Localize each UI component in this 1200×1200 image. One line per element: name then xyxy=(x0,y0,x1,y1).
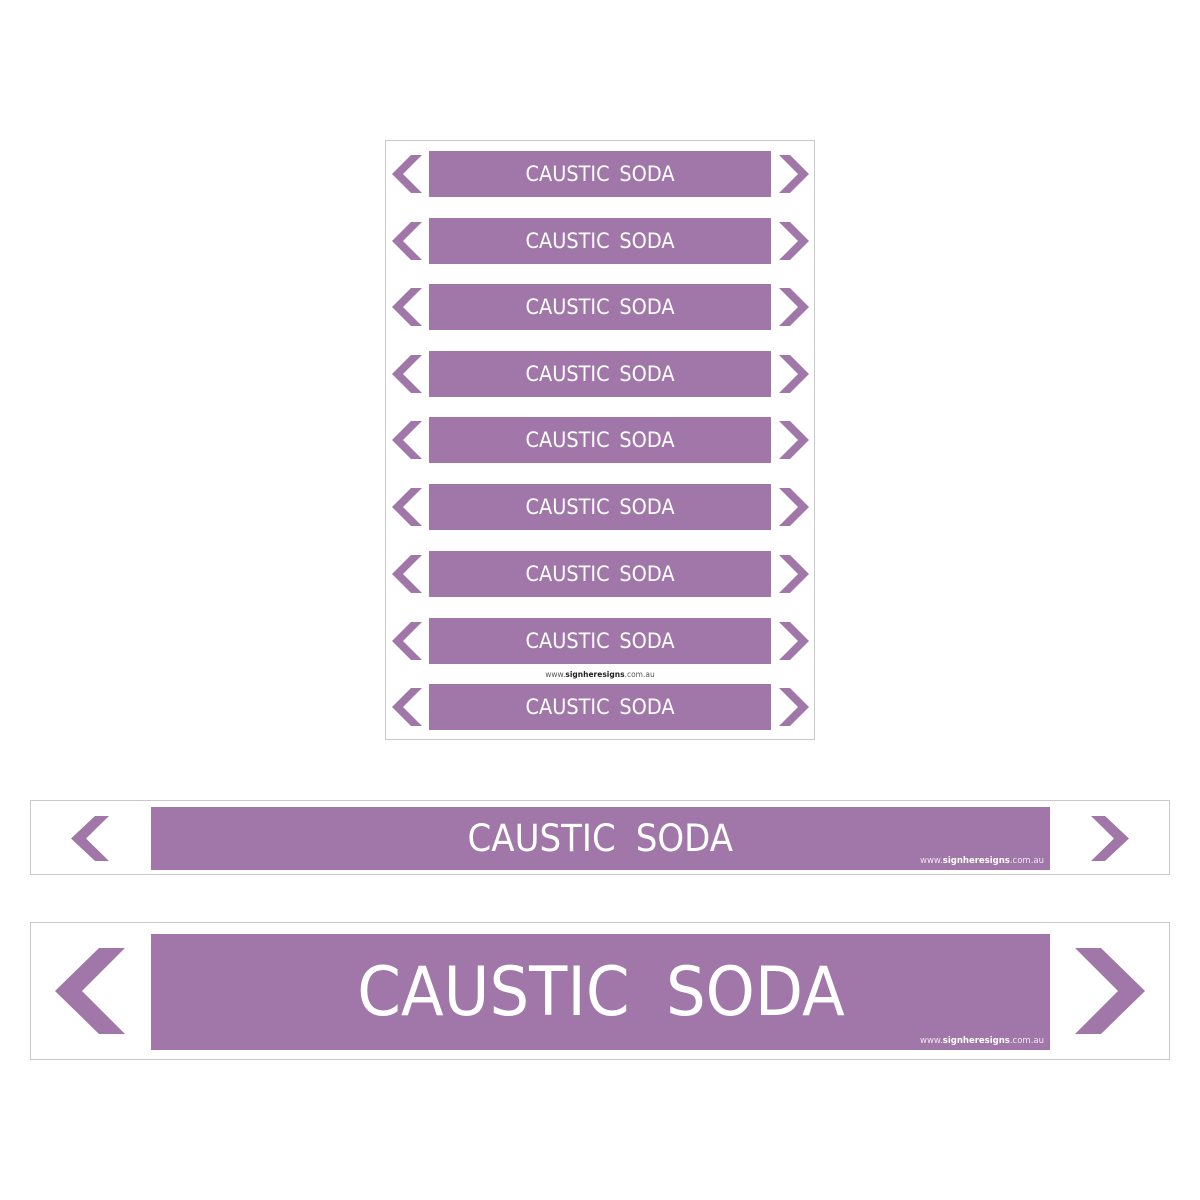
sheet-row: CAUSTIC SODA xyxy=(386,551,814,597)
chevron-right-icon xyxy=(779,354,809,393)
sheet-row: CAUSTIC SODA xyxy=(386,417,814,463)
website-url: www.signheresigns.com.au xyxy=(920,1036,1044,1046)
sheet-row: CAUSTIC SODA xyxy=(386,684,814,730)
sheet-row: CAUSTIC SODA xyxy=(386,151,814,197)
chevron-right-icon xyxy=(779,688,809,726)
chevron-left-icon xyxy=(392,421,422,459)
sheet-row: CAUSTIC SODA xyxy=(386,484,814,530)
sheet-row: CAUSTIC SODA xyxy=(386,618,814,664)
label-text: CAUSTIC SODA xyxy=(525,562,675,586)
website-url: www.signheresigns.com.au xyxy=(545,670,655,679)
chevron-left-icon xyxy=(55,948,125,1034)
chevron-right-icon xyxy=(779,622,809,660)
label-text: CAUSTIC SODA xyxy=(525,228,675,253)
chevron-right-icon xyxy=(1075,948,1145,1034)
label-text: CAUSTIC SODA xyxy=(525,361,675,386)
label-text: CAUSTIC SODA xyxy=(525,695,675,719)
label-text: CAUSTIC SODA xyxy=(525,629,675,653)
chevron-left-icon xyxy=(392,221,422,260)
chevron-left-icon xyxy=(392,555,422,593)
chevron-left-icon xyxy=(392,688,422,726)
chevron-left-icon xyxy=(392,155,422,193)
label-band: CAUSTIC SODA xyxy=(429,151,771,197)
chevron-right-icon xyxy=(779,555,809,593)
label-band: CAUSTIC SODA xyxy=(429,350,771,397)
label-band: CAUSTIC SODA xyxy=(429,417,771,463)
label-band: CAUSTIC SODA xyxy=(429,284,771,330)
label-band: CAUSTIC SODA www.signheresigns.com.au xyxy=(151,934,1050,1050)
chevron-right-icon xyxy=(779,155,809,193)
chevron-right-icon xyxy=(779,421,809,459)
chevron-left-icon xyxy=(392,288,422,326)
label-text: CAUSTIC SODA xyxy=(467,817,734,860)
website-url: www.signheresigns.com.au xyxy=(920,856,1044,866)
chevron-right-icon xyxy=(779,488,809,526)
label-text: CAUSTIC SODA xyxy=(525,428,675,452)
label-band: CAUSTIC SODA xyxy=(429,484,771,530)
chevron-right-icon xyxy=(1091,816,1129,861)
sheet-row: CAUSTIC SODA xyxy=(386,217,814,264)
label-band: CAUSTIC SODA xyxy=(429,618,771,664)
pipe-marker-medium: CAUSTIC SODA www.signheresigns.com.au xyxy=(30,800,1170,875)
label-text: CAUSTIC SODA xyxy=(525,162,675,186)
label-band: CAUSTIC SODA www.signheresigns.com.au xyxy=(151,807,1050,870)
label-text: CAUSTIC SODA xyxy=(525,495,675,519)
chevron-left-icon xyxy=(392,622,422,660)
label-band: CAUSTIC SODA xyxy=(429,551,771,597)
label-band: CAUSTIC SODA xyxy=(429,217,771,264)
label-text: CAUSTIC SODA xyxy=(356,952,845,1032)
label-text: CAUSTIC SODA xyxy=(525,295,675,319)
sheet-row: CAUSTIC SODA xyxy=(386,284,814,330)
pipe-marker-large: CAUSTIC SODA www.signheresigns.com.au xyxy=(30,922,1170,1060)
sheet-row: CAUSTIC SODA xyxy=(386,350,814,397)
chevron-right-icon xyxy=(779,288,809,326)
label-band: CAUSTIC SODA xyxy=(429,684,771,730)
chevron-left-icon xyxy=(392,488,422,526)
chevron-left-icon xyxy=(392,354,422,393)
marker-sheet: CAUSTIC SODA CAUSTIC SODA CAUSTIC SODA C… xyxy=(385,140,815,740)
chevron-right-icon xyxy=(779,221,809,260)
chevron-left-icon xyxy=(71,816,109,861)
